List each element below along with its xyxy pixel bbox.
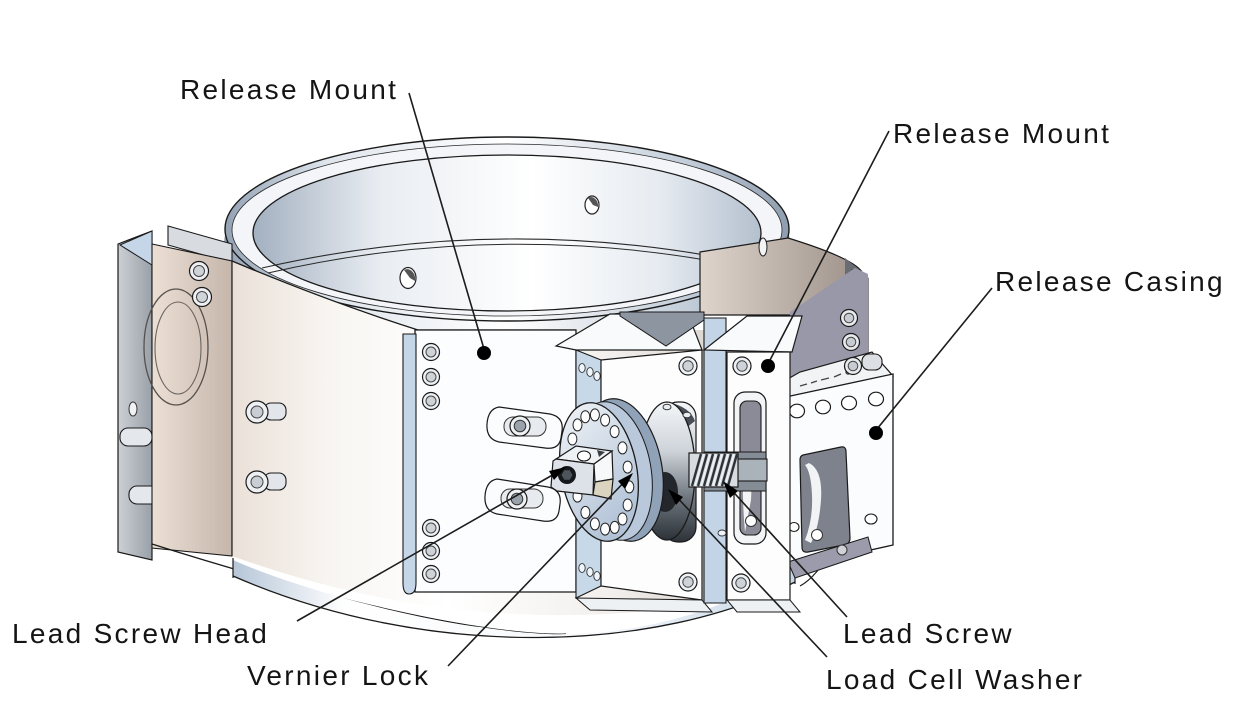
label-release-mount-right: Release Mount [893, 118, 1112, 149]
mount-edge-strip [402, 333, 417, 595]
leader-arrow-lead-screw-head [549, 467, 566, 480]
interior-edge-arc [261, 238, 753, 269]
leader-dot-release-mount-right [761, 359, 775, 373]
band-bottom-edge [151, 543, 567, 635]
leader-arrow-lead-screw [723, 481, 738, 498]
leader-line-load-cell-washer [671, 491, 828, 658]
leader-line-vernier-lock [447, 475, 631, 667]
label-vernier-lock: Vernier Lock [247, 660, 431, 691]
socket-screw [732, 356, 752, 376]
slotted-lug-upper [486, 406, 563, 449]
socket-screw [731, 573, 751, 593]
wall-hole [584, 195, 600, 215]
leader-line-release-mount-left [408, 92, 485, 350]
bearing-ring [154, 301, 202, 395]
interior-edge-arc [267, 243, 749, 274]
leader-line-lead-screw-head [296, 468, 564, 622]
mount-gap-notch [619, 311, 705, 347]
leader-markers [477, 346, 883, 505]
leader-dot-release-casing [869, 426, 883, 440]
label-lead-screw: Lead Screw [843, 618, 1014, 649]
leader-dot-release-mount-left [477, 346, 491, 360]
band-slot-hole [758, 237, 768, 257]
socket-screw-column [421, 342, 441, 584]
side-stub-cylinder [119, 427, 153, 447]
screw-shaft [736, 458, 768, 482]
slotted-lug-lower [484, 478, 561, 522]
leader-line-release-mount-right [768, 130, 890, 363]
band-bolt [245, 400, 287, 424]
leader-arrow-vernier-lock [618, 473, 633, 489]
leader-lines [296, 92, 993, 667]
label-release-casing: Release Casing [995, 266, 1225, 297]
leader-line-release-casing [876, 287, 993, 430]
label-lead-screw-head: Lead Screw Head [12, 618, 270, 649]
lead-screw [688, 451, 768, 492]
socket-screw [678, 356, 698, 376]
left-mount-plate [402, 329, 577, 595]
wall-hole [399, 266, 417, 290]
label-load-cell-washer: Load Cell Washer [826, 664, 1085, 695]
leader-arrow-load-cell-washer [668, 489, 683, 505]
leader-line-lead-screw [726, 484, 848, 618]
release-casing-plate [780, 373, 894, 579]
cube-bevel-face [592, 478, 614, 500]
casing-screw-stack [839, 308, 883, 376]
band-bolt [245, 470, 287, 494]
inner-cylinder [224, 136, 790, 338]
engraving-marks [799, 369, 851, 387]
band-left-opening [143, 243, 233, 557]
socket-screw [678, 572, 698, 592]
casing-spring [805, 463, 822, 543]
bearing-ring [143, 288, 209, 406]
hex-bolt [191, 286, 213, 308]
hex-bolt [188, 260, 210, 282]
screw-thread [688, 452, 739, 488]
label-release-mount-left: Release Mount [180, 74, 399, 105]
